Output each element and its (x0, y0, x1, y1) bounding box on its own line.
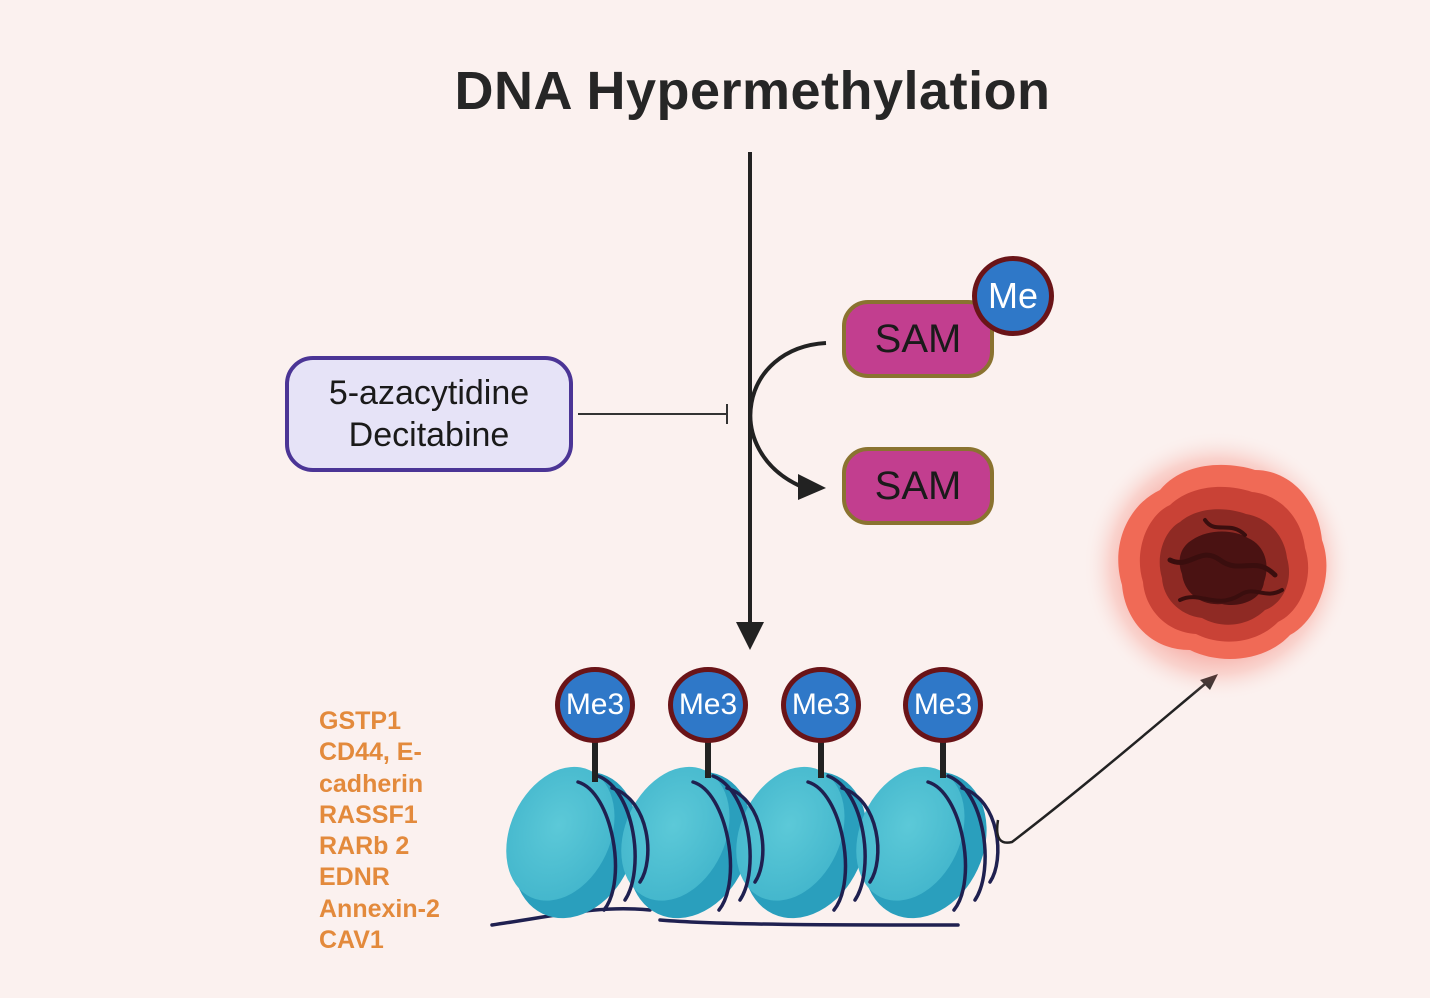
gene-item: CD44, E- (319, 738, 422, 767)
gene-item: RARb 2 (319, 832, 410, 861)
sam-demethylated: SAM (842, 447, 994, 525)
sam-methylated: SAM (842, 300, 994, 378)
drug-name: 5-azacytidine (328, 374, 530, 412)
gene-item: CAV1 (319, 926, 384, 955)
tumor-cell-icon (1083, 431, 1353, 701)
histone-mark: Me3 (781, 667, 861, 743)
gene-item: RASSF1 (319, 800, 418, 829)
drug-name: Decitabine (348, 416, 510, 454)
tumor-arrow (995, 674, 1218, 844)
drug-box: 5-azacytidine Decitabine (285, 356, 573, 472)
gene-item: GSTP1 (319, 707, 401, 735)
dna-wraps (576, 774, 1000, 912)
gene-list: GSTP1 CD44, E- cadherin RASSF1 RARb 2 ED… (319, 706, 499, 956)
inhibition-line (578, 404, 728, 424)
nucleosome-icon (506, 766, 987, 919)
diagram-title: DNA Hypermethylation (454, 61, 1051, 121)
gene-item: Annexin-2 (319, 894, 440, 923)
gene-item: cadherin (319, 769, 424, 798)
gene-item: EDNR (319, 863, 390, 892)
methyl-group: Me (972, 256, 1054, 336)
sam-conversion-arrow (748, 341, 827, 500)
histone-tails (592, 742, 946, 782)
histone-mark: Me3 (668, 667, 748, 743)
main-pathway-arrow (736, 152, 764, 650)
histone-mark: Me3 (903, 667, 983, 743)
histone-mark: Me3 (555, 667, 635, 743)
